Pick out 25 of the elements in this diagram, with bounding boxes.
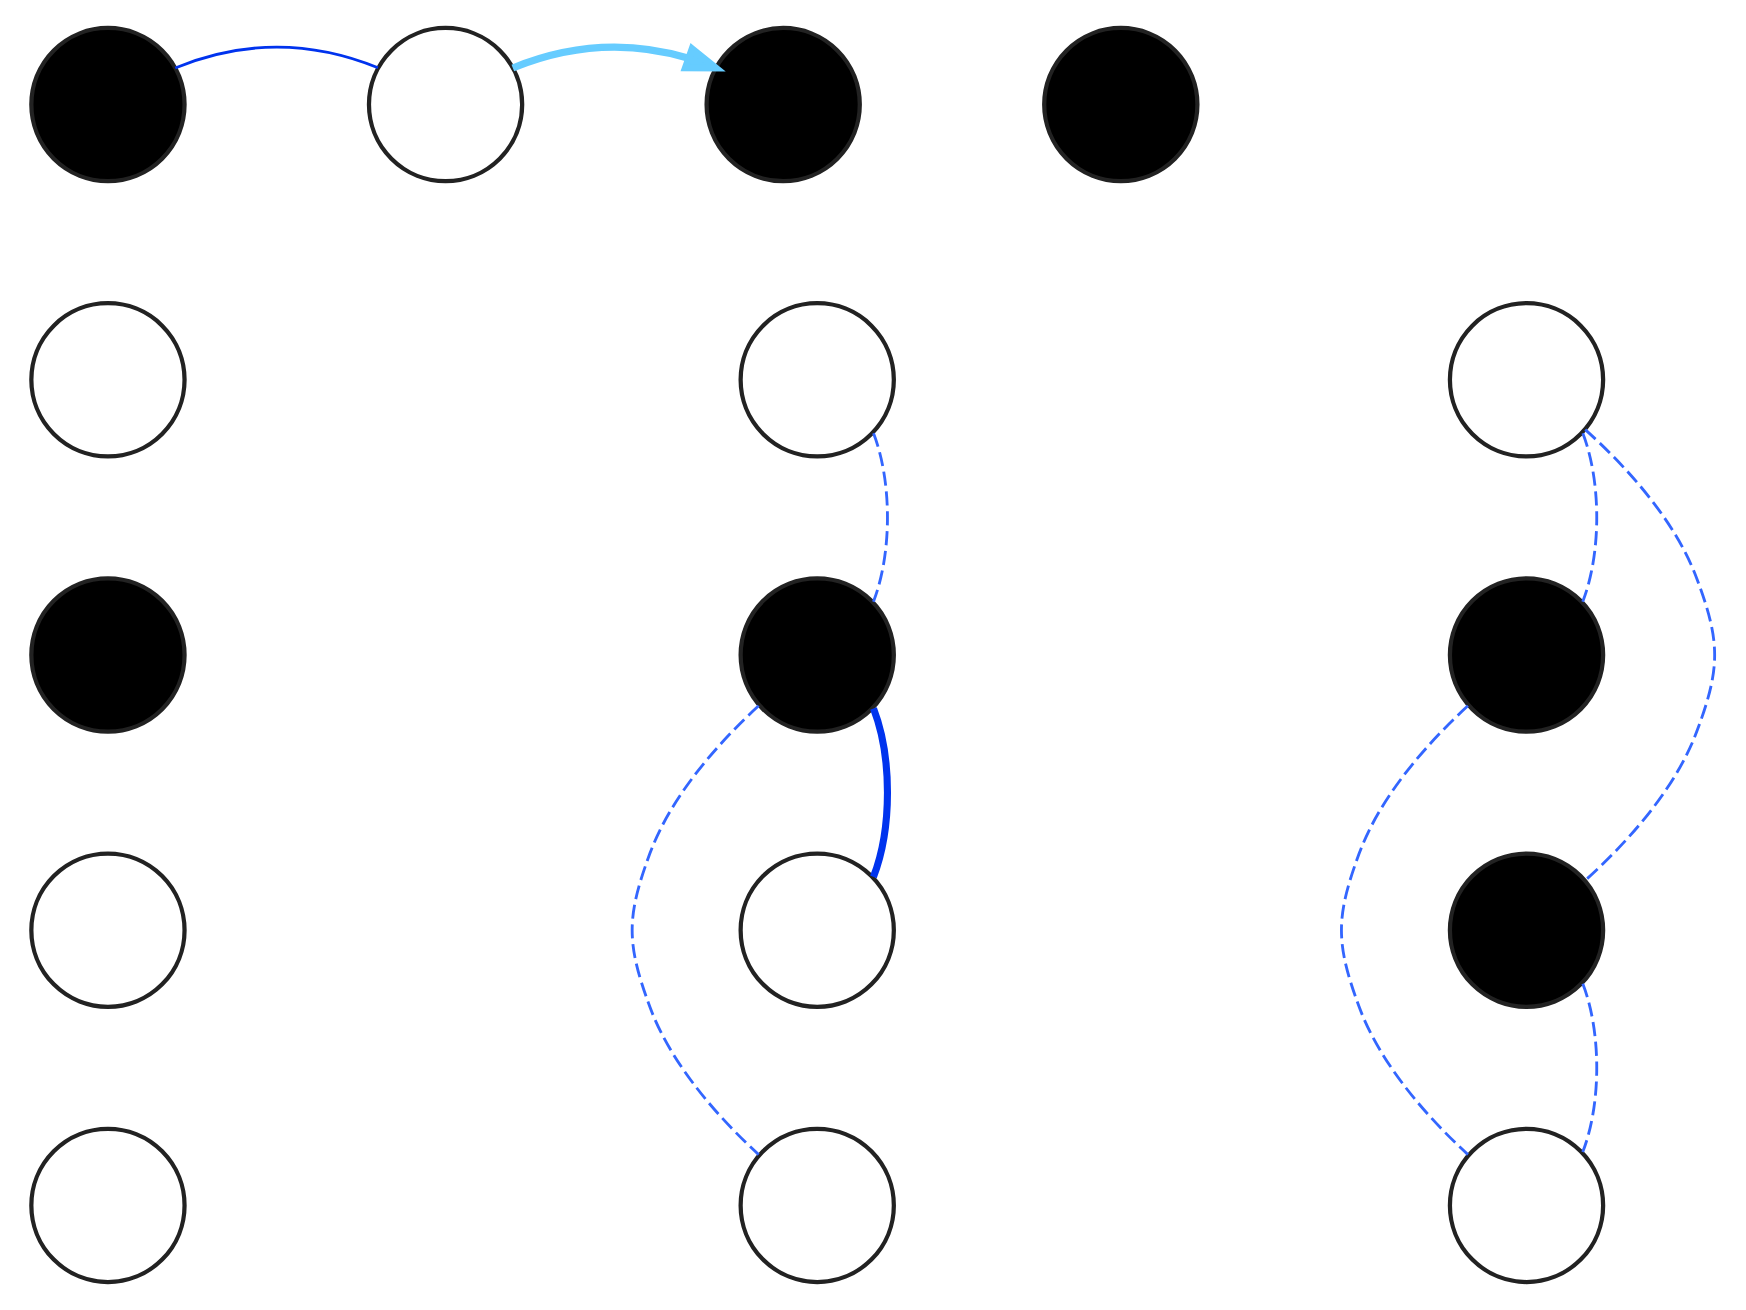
- connector: [174, 45, 379, 70]
- node-circle: [1447, 576, 1606, 734]
- node-circle: [738, 1126, 896, 1285]
- arrow: [511, 43, 726, 72]
- connector: [1581, 983, 1599, 1153]
- node-circle: [738, 576, 896, 734]
- node-circle: [704, 25, 862, 184]
- node-circle: [29, 851, 187, 1009]
- node-circle: [29, 576, 187, 734]
- node-circle: [29, 25, 187, 184]
- connector: [1581, 432, 1599, 603]
- node-circle: [738, 851, 896, 1009]
- node-circle: [1042, 25, 1200, 184]
- connector: [872, 432, 889, 603]
- node-circle: [366, 25, 525, 184]
- node-circle: [738, 301, 896, 459]
- connector: [870, 707, 891, 879]
- connector: [1584, 428, 1716, 882]
- connector: [1340, 704, 1469, 1156]
- node-circle: [29, 301, 187, 459]
- connector: [630, 704, 760, 1156]
- node-circle: [29, 1126, 187, 1285]
- node-circle: [1447, 1126, 1606, 1285]
- node-circle: [1447, 301, 1606, 459]
- node-circle: [1447, 851, 1606, 1009]
